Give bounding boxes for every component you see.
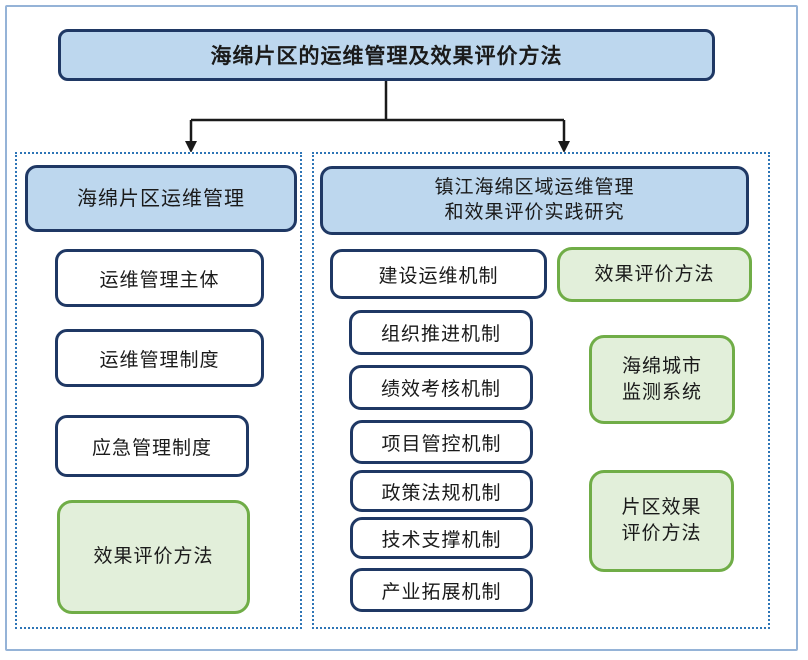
- mechanism-technical-support: 技术支撑机制: [350, 517, 533, 559]
- left-item-label: 运维管理制度: [99, 349, 220, 371]
- highlight-effect-evaluation-method: 效果评价方法: [557, 247, 752, 302]
- mechanism-label: 技术支撑机制: [381, 529, 502, 551]
- mechanism-label: 项目管控机制: [381, 433, 502, 455]
- mechanism-label: 组织推进机制: [380, 324, 501, 345]
- highlight-label-line2: 监测系统: [621, 381, 702, 403]
- mechanism-label: 建设运维机制: [378, 265, 499, 287]
- left-panel-header: 海绵片区运维管理: [25, 165, 297, 232]
- highlight-label-line1: 海绵城市: [621, 355, 702, 377]
- highlight-sponge-city-monitoring-system: 海绵城市 监测系统: [589, 335, 735, 424]
- right-panel-header-line1: 镇江海绵区域运维管理: [434, 176, 635, 198]
- right-panel: 镇江海绵区域运维管理 和效果评价实践研究 建设运维机制 组织推进机制 绩效考核机…: [312, 152, 770, 629]
- right-panel-header-line2: 和效果评价实践研究: [444, 201, 625, 223]
- mechanism-label: 绩效考核机制: [380, 379, 501, 400]
- mechanism-project-control: 项目管控机制: [350, 420, 533, 464]
- mechanism-label: 产业拓展机制: [381, 581, 502, 603]
- left-panel-header-text: 海绵片区运维管理: [77, 187, 245, 210]
- title-text: 海绵片区的运维管理及效果评价方法: [210, 45, 563, 68]
- right-panel-header: 镇江海绵区域运维管理 和效果评价实践研究: [320, 166, 749, 235]
- left-highlight-evaluation-method: 效果评价方法: [57, 500, 250, 614]
- left-item-operation-system: 运维管理制度: [55, 329, 264, 387]
- left-item-label: 运维管理主体: [99, 269, 220, 291]
- mechanism-policy-regulation: 政策法规机制: [350, 470, 533, 512]
- left-panel: 海绵片区运维管理 运维管理主体 运维管理制度 应急管理制度 效果评价方法: [15, 152, 302, 629]
- left-highlight-label: 效果评价方法: [93, 546, 214, 568]
- left-item-operation-subject: 运维管理主体: [55, 249, 264, 307]
- title-box: 海绵片区的运维管理及效果评价方法: [58, 29, 715, 81]
- mechanism-organization-promotion: 组织推进机制: [349, 310, 533, 355]
- mechanism-industry-expansion: 产业拓展机制: [350, 568, 533, 612]
- highlight-label-line2: 评价方法: [621, 523, 702, 544]
- mechanism-construction-operation: 建设运维机制: [330, 249, 547, 299]
- highlight-district-effect-evaluation: 片区效果 评价方法: [589, 470, 734, 572]
- outer-frame: [5, 5, 798, 651]
- mechanism-performance-assessment: 绩效考核机制: [349, 365, 533, 410]
- left-item-emergency-system: 应急管理制度: [55, 415, 249, 477]
- highlight-label-line1: 片区效果: [621, 497, 702, 519]
- highlight-label: 效果评价方法: [594, 263, 715, 285]
- left-item-label: 应急管理制度: [91, 437, 212, 459]
- mechanism-label: 政策法规机制: [381, 482, 502, 504]
